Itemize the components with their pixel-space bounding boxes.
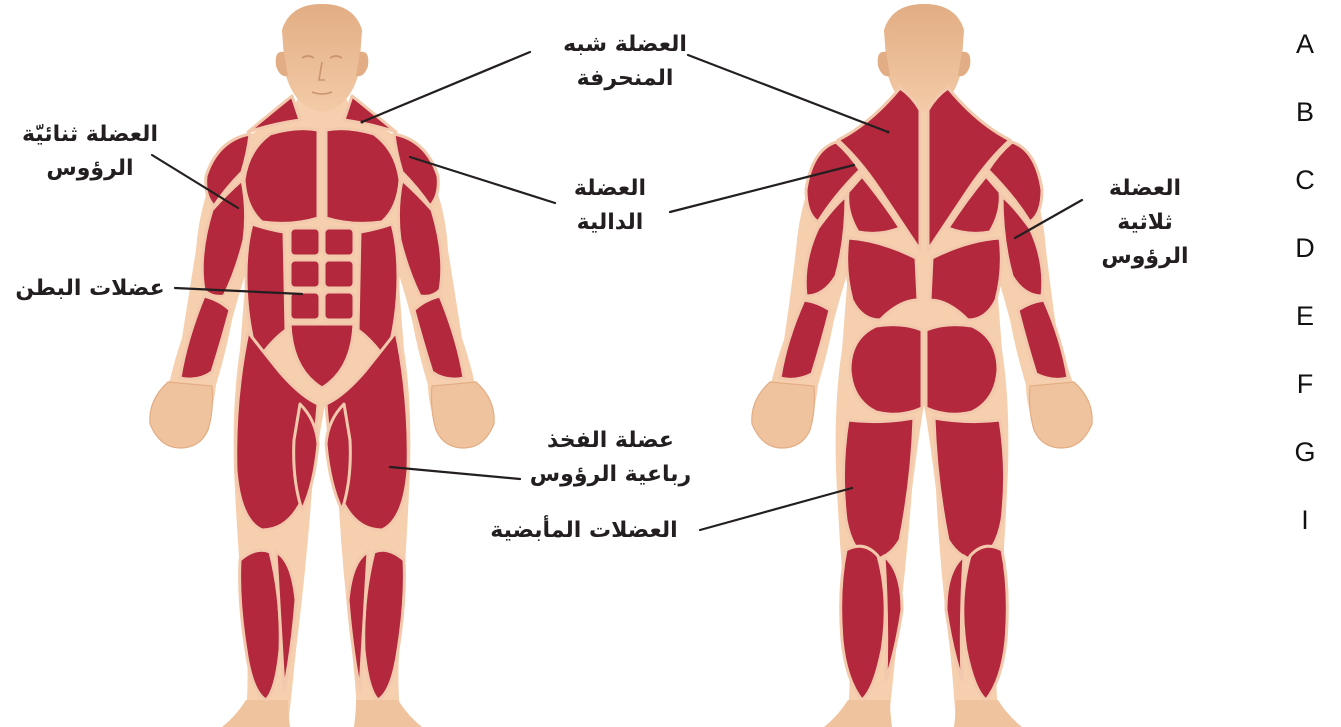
front-abs-1 <box>290 228 320 256</box>
leader-trapezius-front <box>362 52 530 122</box>
front-abs-2 <box>324 228 354 256</box>
front-abs-5 <box>290 292 320 320</box>
muscle-markers <box>361 121 890 134</box>
front-head <box>282 4 362 112</box>
letter-item: I <box>1280 498 1330 566</box>
label-triceps: العضلة ثلاثية الرؤوس <box>1090 172 1200 274</box>
letter-item: G <box>1280 430 1330 498</box>
front-body <box>150 4 494 727</box>
front-abs-3 <box>290 260 320 288</box>
label-biceps: العضلة ثنائيّة الرؤوس <box>5 118 175 186</box>
leader-hamstrings <box>700 488 852 530</box>
letter-item: A <box>1280 22 1330 90</box>
front-shin-left <box>240 550 281 700</box>
front-abs-4 <box>324 260 354 288</box>
label-trapezius: العضلة شبه المنحرفة <box>535 28 715 96</box>
letter-list: A B C D E F G I <box>1280 22 1330 566</box>
front-abs-6 <box>324 292 354 320</box>
back-feet <box>824 700 1022 727</box>
front-feet <box>222 700 422 727</box>
letter-item: E <box>1280 294 1330 362</box>
letter-item: B <box>1280 90 1330 158</box>
letter-item: D <box>1280 226 1330 294</box>
label-deltoid: العضلة الدالية <box>555 172 665 240</box>
leader-trapezius-back <box>688 55 888 132</box>
back-glute-left <box>850 325 922 415</box>
back-glute-right <box>926 325 998 415</box>
label-quadriceps: عضلة الفخذ رباعية الرؤوس <box>518 424 703 492</box>
letter-item: C <box>1280 158 1330 226</box>
label-abdominals: عضلات البطن <box>5 272 175 306</box>
label-hamstrings: العضلات المأبضية <box>470 514 698 548</box>
back-body <box>752 4 1092 727</box>
letter-item: F <box>1280 362 1330 430</box>
